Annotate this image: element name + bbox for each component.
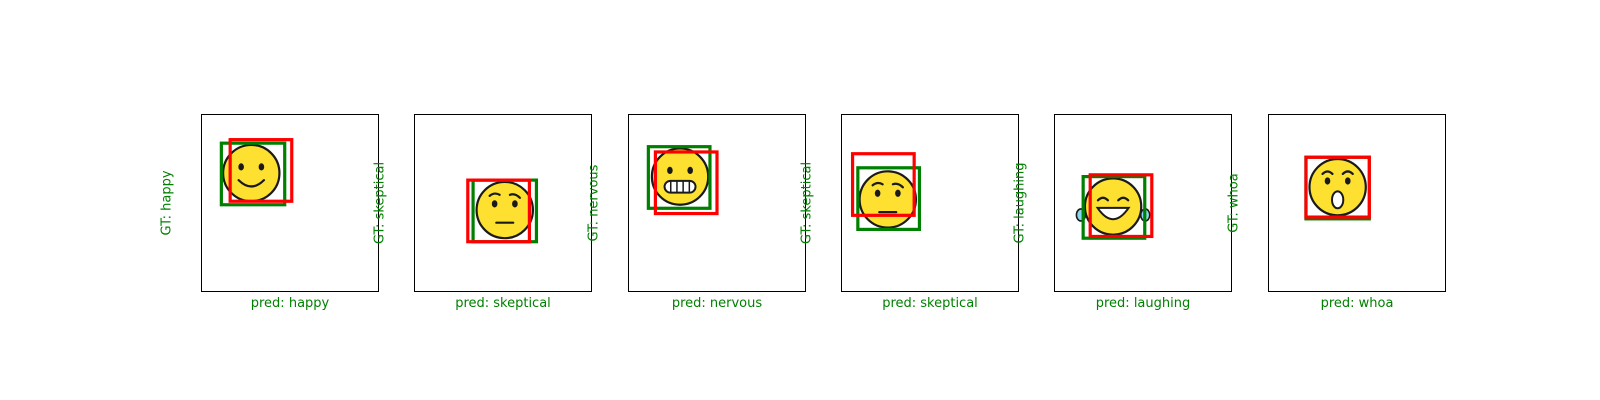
prediction-box bbox=[466, 178, 531, 244]
face-circle bbox=[650, 147, 710, 206]
plot-frame bbox=[628, 114, 806, 292]
plot-canvas bbox=[219, 138, 294, 207]
pred-label: pred: laughing bbox=[1095, 296, 1191, 311]
brow-left bbox=[488, 192, 501, 197]
eye-left bbox=[667, 166, 673, 175]
ground-truth-box bbox=[1081, 174, 1147, 240]
plot-canvas bbox=[466, 178, 539, 244]
mouth bbox=[663, 179, 697, 194]
prediction-box bbox=[1304, 155, 1371, 219]
eye-left bbox=[1096, 196, 1110, 202]
gt-label-text: GT: happy bbox=[159, 170, 175, 236]
pred-label: pred: skeptical bbox=[455, 296, 551, 311]
eye-right bbox=[512, 200, 518, 208]
ground-truth-box bbox=[856, 166, 922, 231]
laughing-face-icon bbox=[1075, 177, 1151, 236]
ground-truth-box bbox=[219, 141, 287, 207]
panel-3: GT: nervous pred: nervous bbox=[587, 114, 806, 311]
skeptical-face-icon bbox=[858, 170, 918, 229]
eye-left bbox=[1324, 177, 1331, 185]
plot-canvas bbox=[1304, 155, 1371, 221]
panel-4: GT: skeptical pred: skeptical bbox=[800, 114, 1019, 311]
prediction-box bbox=[850, 152, 916, 217]
mouth bbox=[1331, 190, 1345, 210]
plot-frame bbox=[201, 114, 379, 292]
brow-right bbox=[1341, 170, 1354, 176]
pred-label: pred: skeptical bbox=[882, 296, 978, 311]
eye-right bbox=[895, 189, 901, 197]
mouth bbox=[237, 179, 266, 188]
face-circle bbox=[475, 180, 535, 240]
eye-right bbox=[258, 163, 265, 171]
eye-left bbox=[874, 189, 881, 197]
plot-canvas bbox=[850, 152, 922, 231]
eye-right bbox=[1344, 177, 1351, 185]
brow-right bbox=[891, 182, 904, 189]
eye-left bbox=[491, 200, 498, 208]
nervous-face-icon bbox=[650, 147, 710, 206]
gt-label-text: GT: nervous bbox=[586, 164, 602, 242]
brow-right bbox=[508, 193, 521, 199]
plot-frame bbox=[1054, 114, 1232, 292]
gt-label-text: GT: whoa bbox=[1226, 173, 1242, 233]
prediction-box bbox=[653, 150, 719, 216]
prediction-box bbox=[228, 138, 294, 203]
brow-left bbox=[1321, 170, 1334, 176]
brow-left bbox=[871, 181, 884, 187]
ground-truth-box bbox=[646, 145, 712, 210]
pred-label: pred: happy bbox=[250, 296, 330, 311]
plot-frame bbox=[1268, 114, 1446, 292]
panel-6: GT: whoa pred: whoa bbox=[1227, 114, 1446, 311]
gt-label-text: GT: skeptical bbox=[372, 161, 388, 245]
panel-2: GT: skeptical pred: skeptical bbox=[373, 114, 592, 311]
eye-left bbox=[238, 163, 244, 171]
mouth bbox=[1095, 206, 1131, 221]
gt-label-text: GT: laughing bbox=[1012, 162, 1028, 244]
plot-frame bbox=[841, 114, 1019, 292]
pred-label: pred: whoa bbox=[1320, 296, 1394, 311]
plot-canvas bbox=[646, 145, 719, 216]
eye-right bbox=[687, 166, 693, 175]
pred-label: pred: nervous bbox=[671, 296, 763, 311]
face-circle bbox=[858, 170, 918, 229]
gt-label-text: GT: skeptical bbox=[799, 161, 815, 245]
face-circle bbox=[1083, 177, 1143, 236]
skeptical-face-icon bbox=[475, 180, 535, 240]
panel-1: GT: happy pred: happy bbox=[160, 114, 379, 311]
panel-5: GT: laughing pred: laughing bbox=[1013, 114, 1232, 311]
surprised-face-icon bbox=[1308, 157, 1367, 217]
prediction-box bbox=[1088, 173, 1154, 239]
plot-canvas bbox=[1075, 173, 1154, 240]
plot-frame bbox=[414, 114, 592, 292]
happy-face-icon bbox=[222, 143, 281, 203]
eye-right bbox=[1117, 196, 1130, 202]
